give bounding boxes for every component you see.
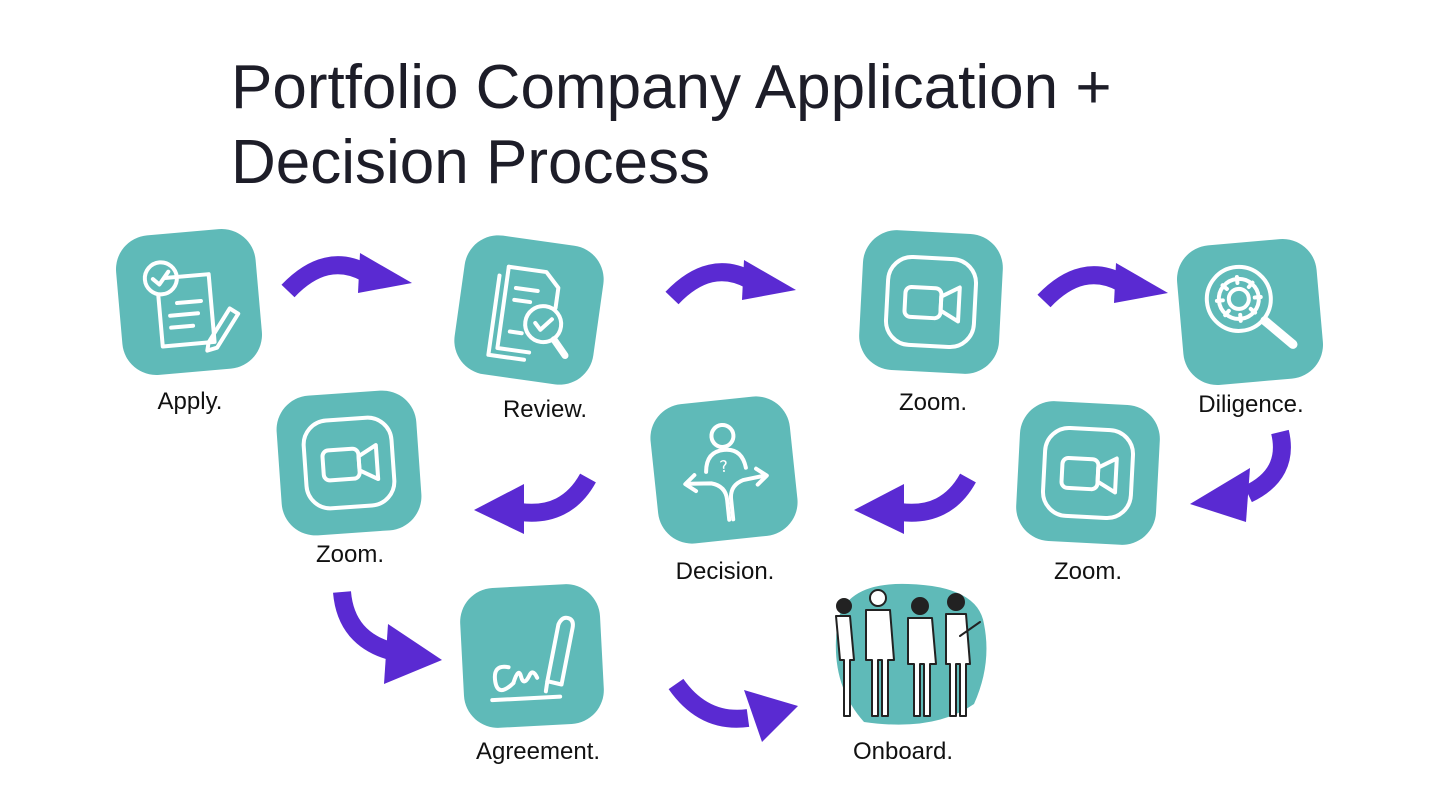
step-zoom-3-tile	[274, 388, 424, 538]
document-magnifier-icon	[486, 264, 569, 362]
step-agreement-tile	[458, 582, 606, 730]
svg-text:?: ?	[719, 457, 729, 477]
page-title: Portfolio Company Application + Decision…	[231, 50, 1112, 200]
step-apply-label: Apply.	[157, 388, 223, 415]
step-decision-tile: ?	[647, 393, 801, 547]
step-diligence-tile	[1174, 236, 1326, 388]
video-camera-icon	[1040, 425, 1136, 521]
step-zoom-1-label: Zoom.	[898, 389, 968, 416]
step-diligence-label: Diligence.	[1198, 391, 1304, 418]
step-review-label: Review.	[502, 396, 588, 423]
title-line-1: Portfolio Company Application +	[231, 53, 1112, 122]
signature-pen-icon	[490, 615, 575, 703]
step-zoom-2-label: Zoom.	[1053, 558, 1123, 585]
video-camera-icon	[301, 415, 397, 511]
video-camera-icon	[883, 254, 979, 350]
arrow-zoom-to-diligence	[1037, 263, 1168, 308]
step-zoom-1-tile	[857, 228, 1005, 376]
step-decision-label: Decision.	[675, 558, 775, 585]
arrow-zoom-to-decision	[854, 473, 976, 534]
step-agreement-label: Agreement.	[475, 738, 601, 765]
step-apply-tile	[113, 226, 265, 378]
arrow-agreement-to-onboard	[668, 678, 798, 742]
team-people-icon	[835, 583, 987, 725]
step-zoom-2-tile	[1014, 399, 1162, 547]
person-crossroads-icon: ?	[683, 422, 769, 522]
step-onboard-label: Onboard.	[852, 738, 954, 765]
step-zoom-3-label: Zoom.	[315, 541, 385, 568]
checklist-pencil-icon	[142, 260, 241, 353]
step-review-tile	[449, 230, 609, 390]
title-line-2: Decision Process	[231, 128, 710, 197]
gear-magnifier-icon	[1204, 264, 1298, 349]
arrow-apply-to-review	[281, 253, 412, 298]
arrow-decision-to-zoom	[474, 473, 596, 534]
arrow-zoom-to-agreement	[333, 590, 442, 684]
arrow-review-to-zoom	[665, 260, 796, 305]
arrow-diligence-to-zoom	[1190, 429, 1291, 522]
